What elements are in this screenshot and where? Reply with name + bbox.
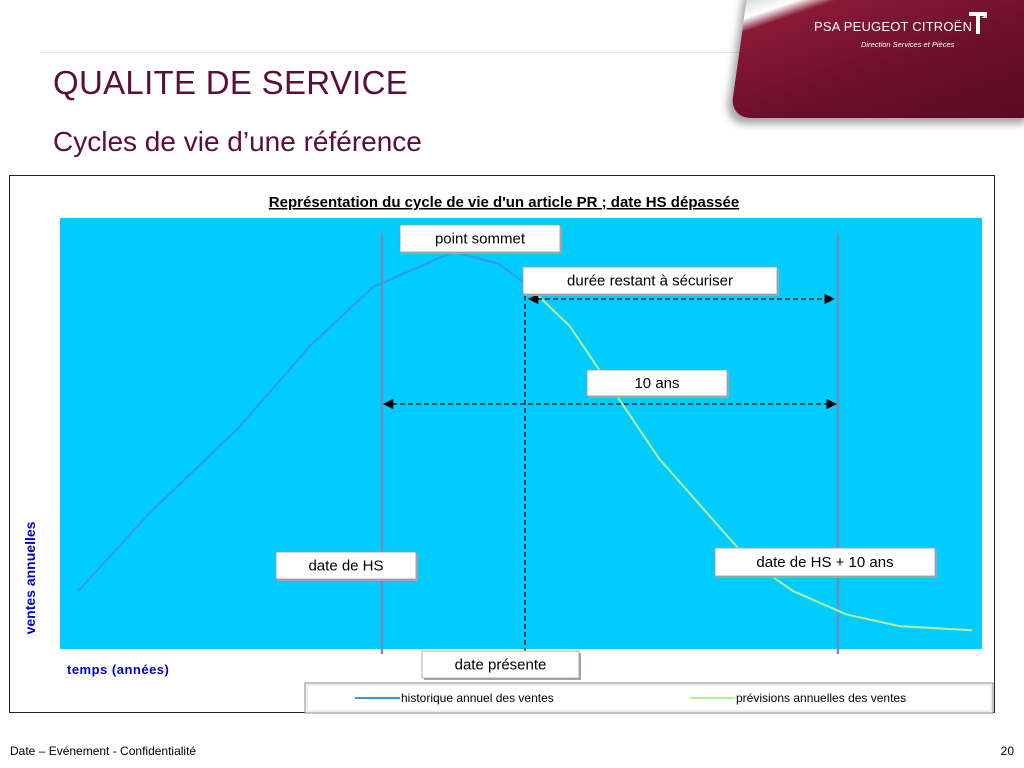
annotation-dix-ans: 10 ans [586,369,729,398]
footer-text: Date – Evénement - Confidentialité [10,744,197,758]
lifecycle-chart: Représentation du cycle de vie d'un arti… [22,194,994,714]
annotation-date-presente: date présente [421,650,581,680]
series-line-2 [524,282,973,632]
brand-name: PSA PEUGEOT CITROËN [814,19,973,34]
annotation-box [586,369,728,397]
annotation-box [522,266,778,295]
annotation-duree-restant: durée restant à sécuriser [522,266,779,296]
legend: historique annuel des ventes prévisions … [304,682,994,714]
annotation-text: 10 ans [634,375,679,392]
legend-label-forecast: prévisions annuelles des ventes [736,691,906,705]
page-number: 20 [1000,744,1014,758]
chart-frame: Représentation du cycle de vie d'un arti… [9,175,995,714]
y-axis-label: ventes annuelles [22,521,38,634]
slide-title: QUALITE DE SERVICE [53,64,409,101]
annotation-box [399,224,561,253]
annotation-text: point sommet [435,231,526,248]
annotation-text: date de HS + 10 ans [756,554,893,571]
x-axis-label: temps (années) [67,662,169,677]
annotation-text: date présente [455,657,547,674]
slide-subtitle: Cycles de vie d’une référence [53,126,422,157]
annotation-box [421,650,580,679]
annotation-point-sommet: point sommet [399,224,562,254]
plot-area [60,218,982,649]
annotation-text: durée restant à sécuriser [567,273,733,290]
annotation-date-hs-10: date de HS + 10 ans [714,547,937,578]
header-divider [40,52,740,53]
brand-banner: PSA PEUGEOT CITROËN Direction Services e… [730,0,1024,118]
series-line-1 [77,250,526,592]
annotation-text: date de HS [308,558,383,575]
brand-subtitle: Direction Services et Pièces [861,40,955,49]
annotation-date-hs: date de HS [275,551,418,581]
annotation-box [714,547,936,577]
legend-label-history: historique annuel des ventes [401,691,554,705]
annotation-box [275,551,417,580]
brand-logo-icon [969,12,988,34]
chart-title: Représentation du cycle de vie d'un arti… [269,194,739,211]
